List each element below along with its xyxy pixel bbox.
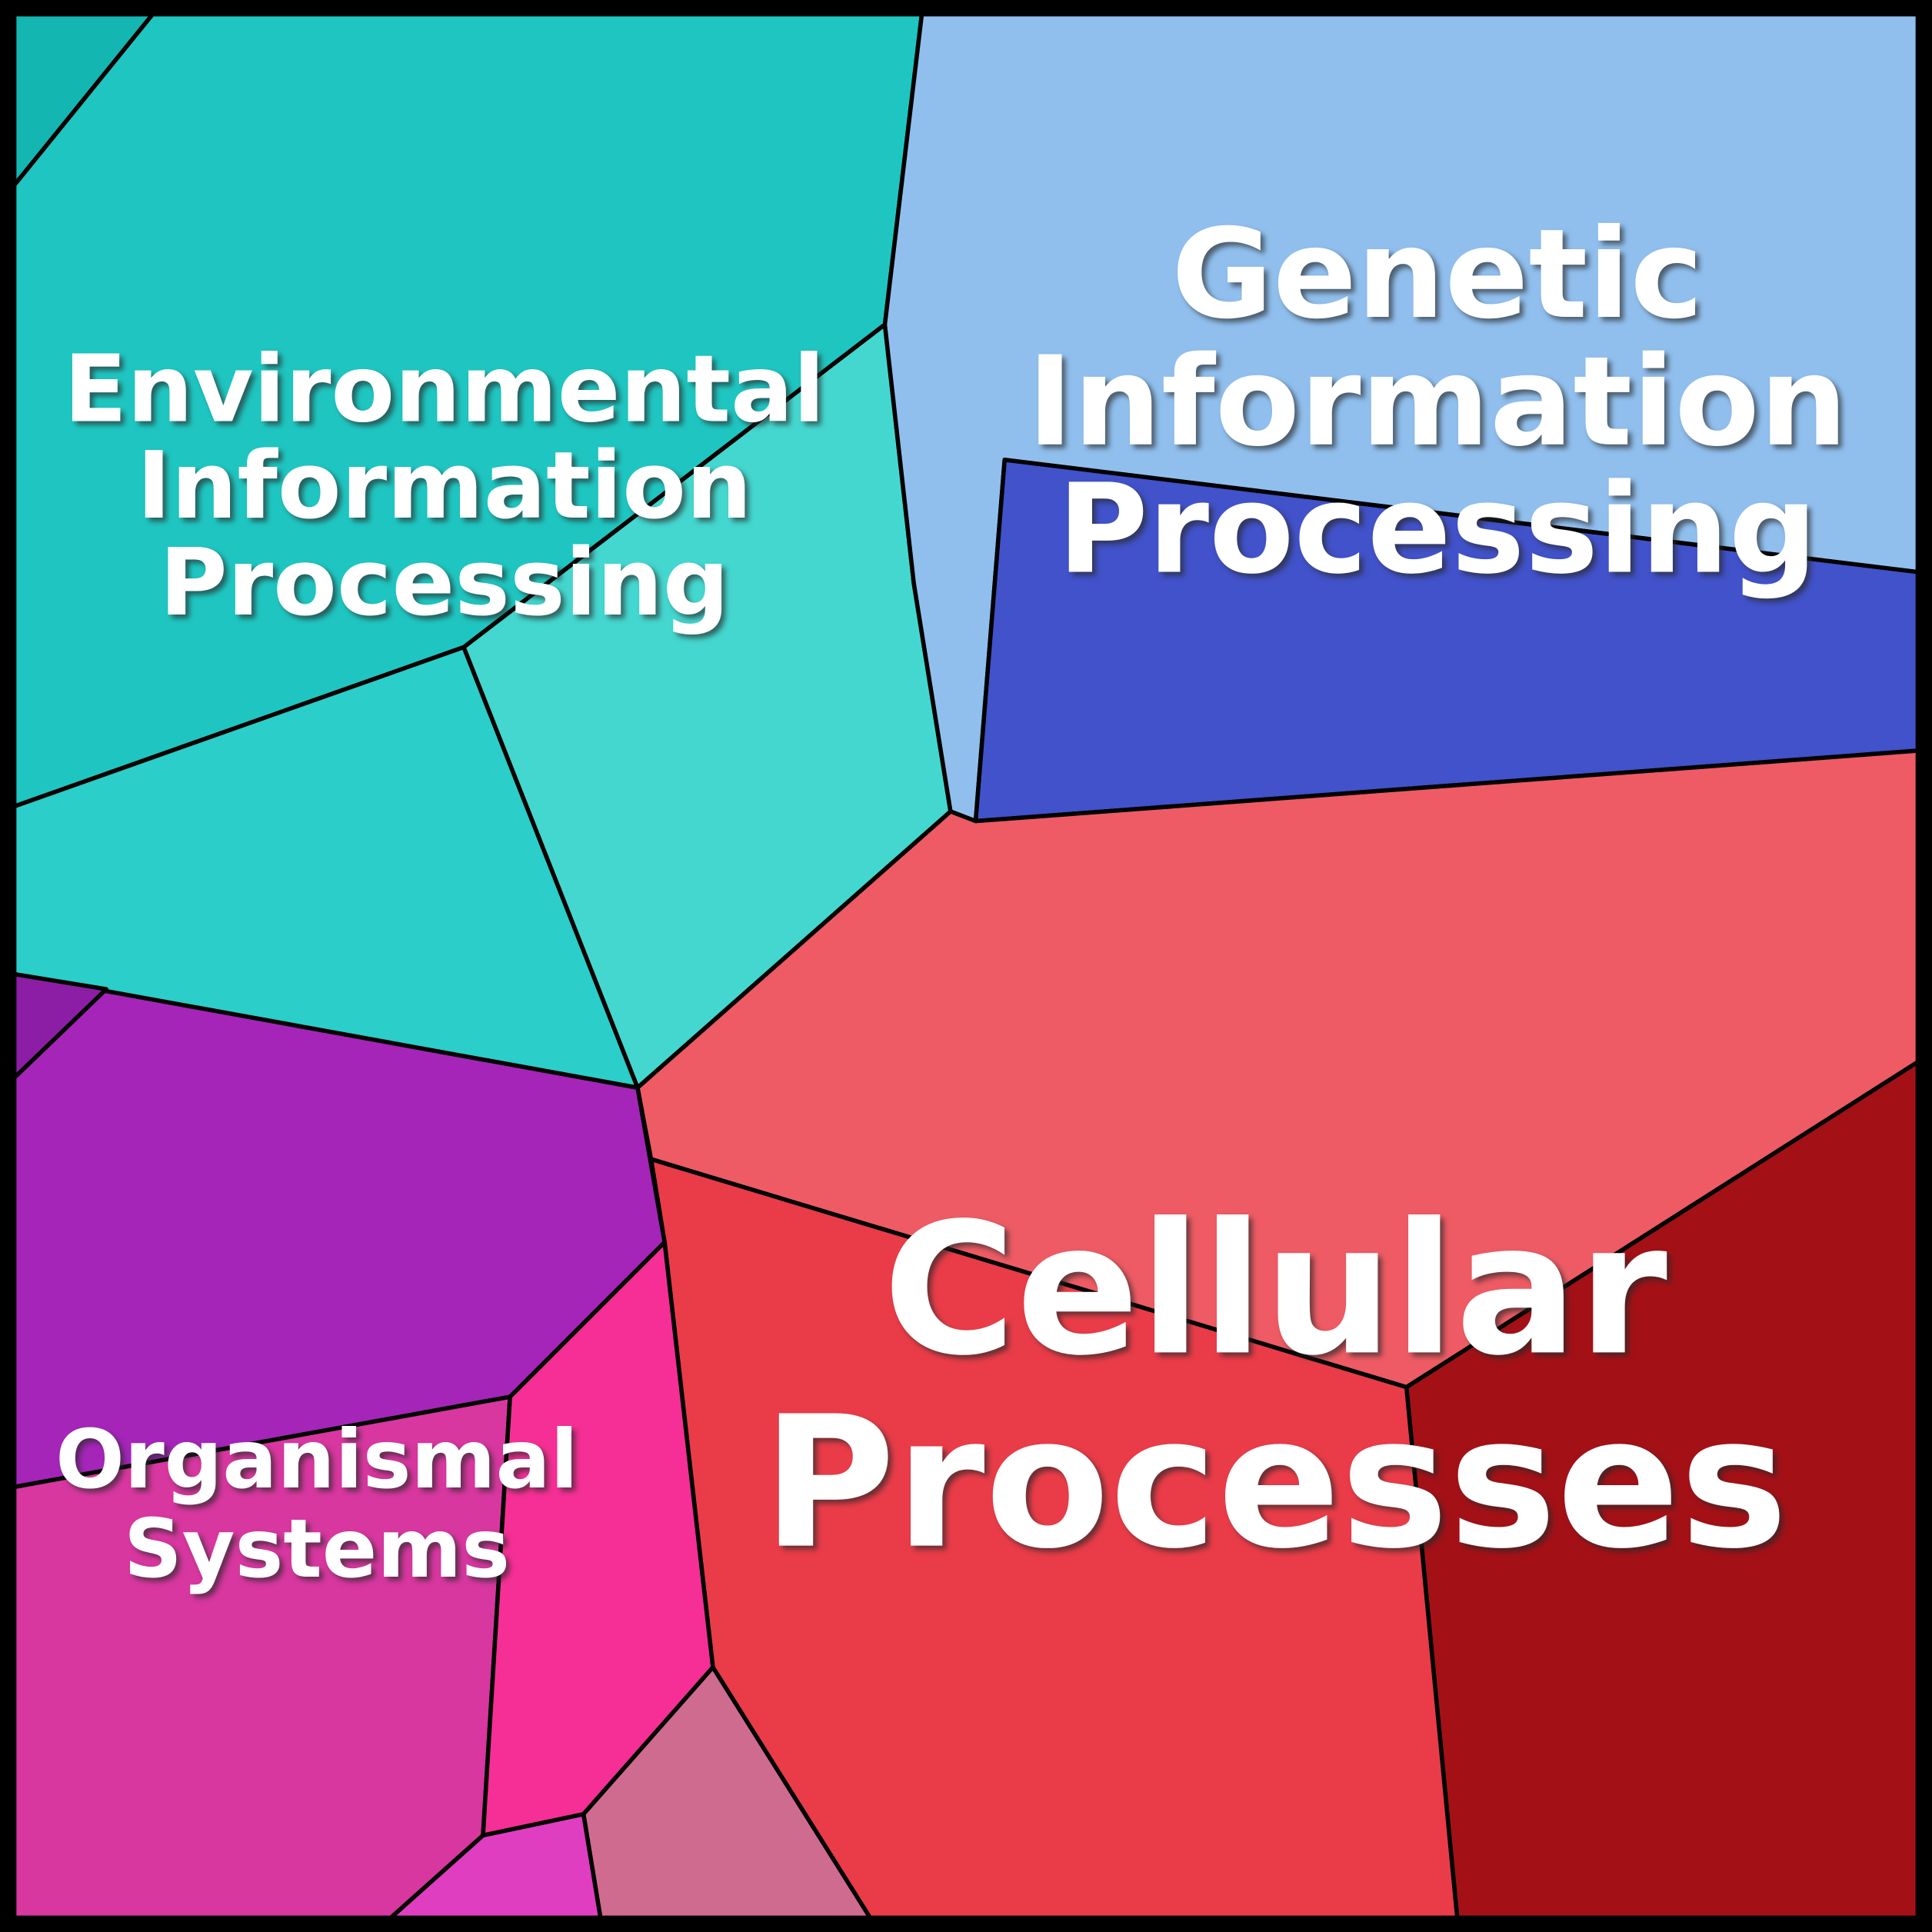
cell-gen-royal (973, 458, 1932, 824)
cell-org-magenta (0, 1394, 512, 1932)
cell-cell-dark (1404, 1051, 1932, 1932)
cell-org-dusty (581, 1665, 881, 1932)
cell-org-strip (372, 1812, 605, 1932)
cell-org-purple-corner (0, 969, 108, 1094)
cell-env-lower (0, 645, 640, 1091)
